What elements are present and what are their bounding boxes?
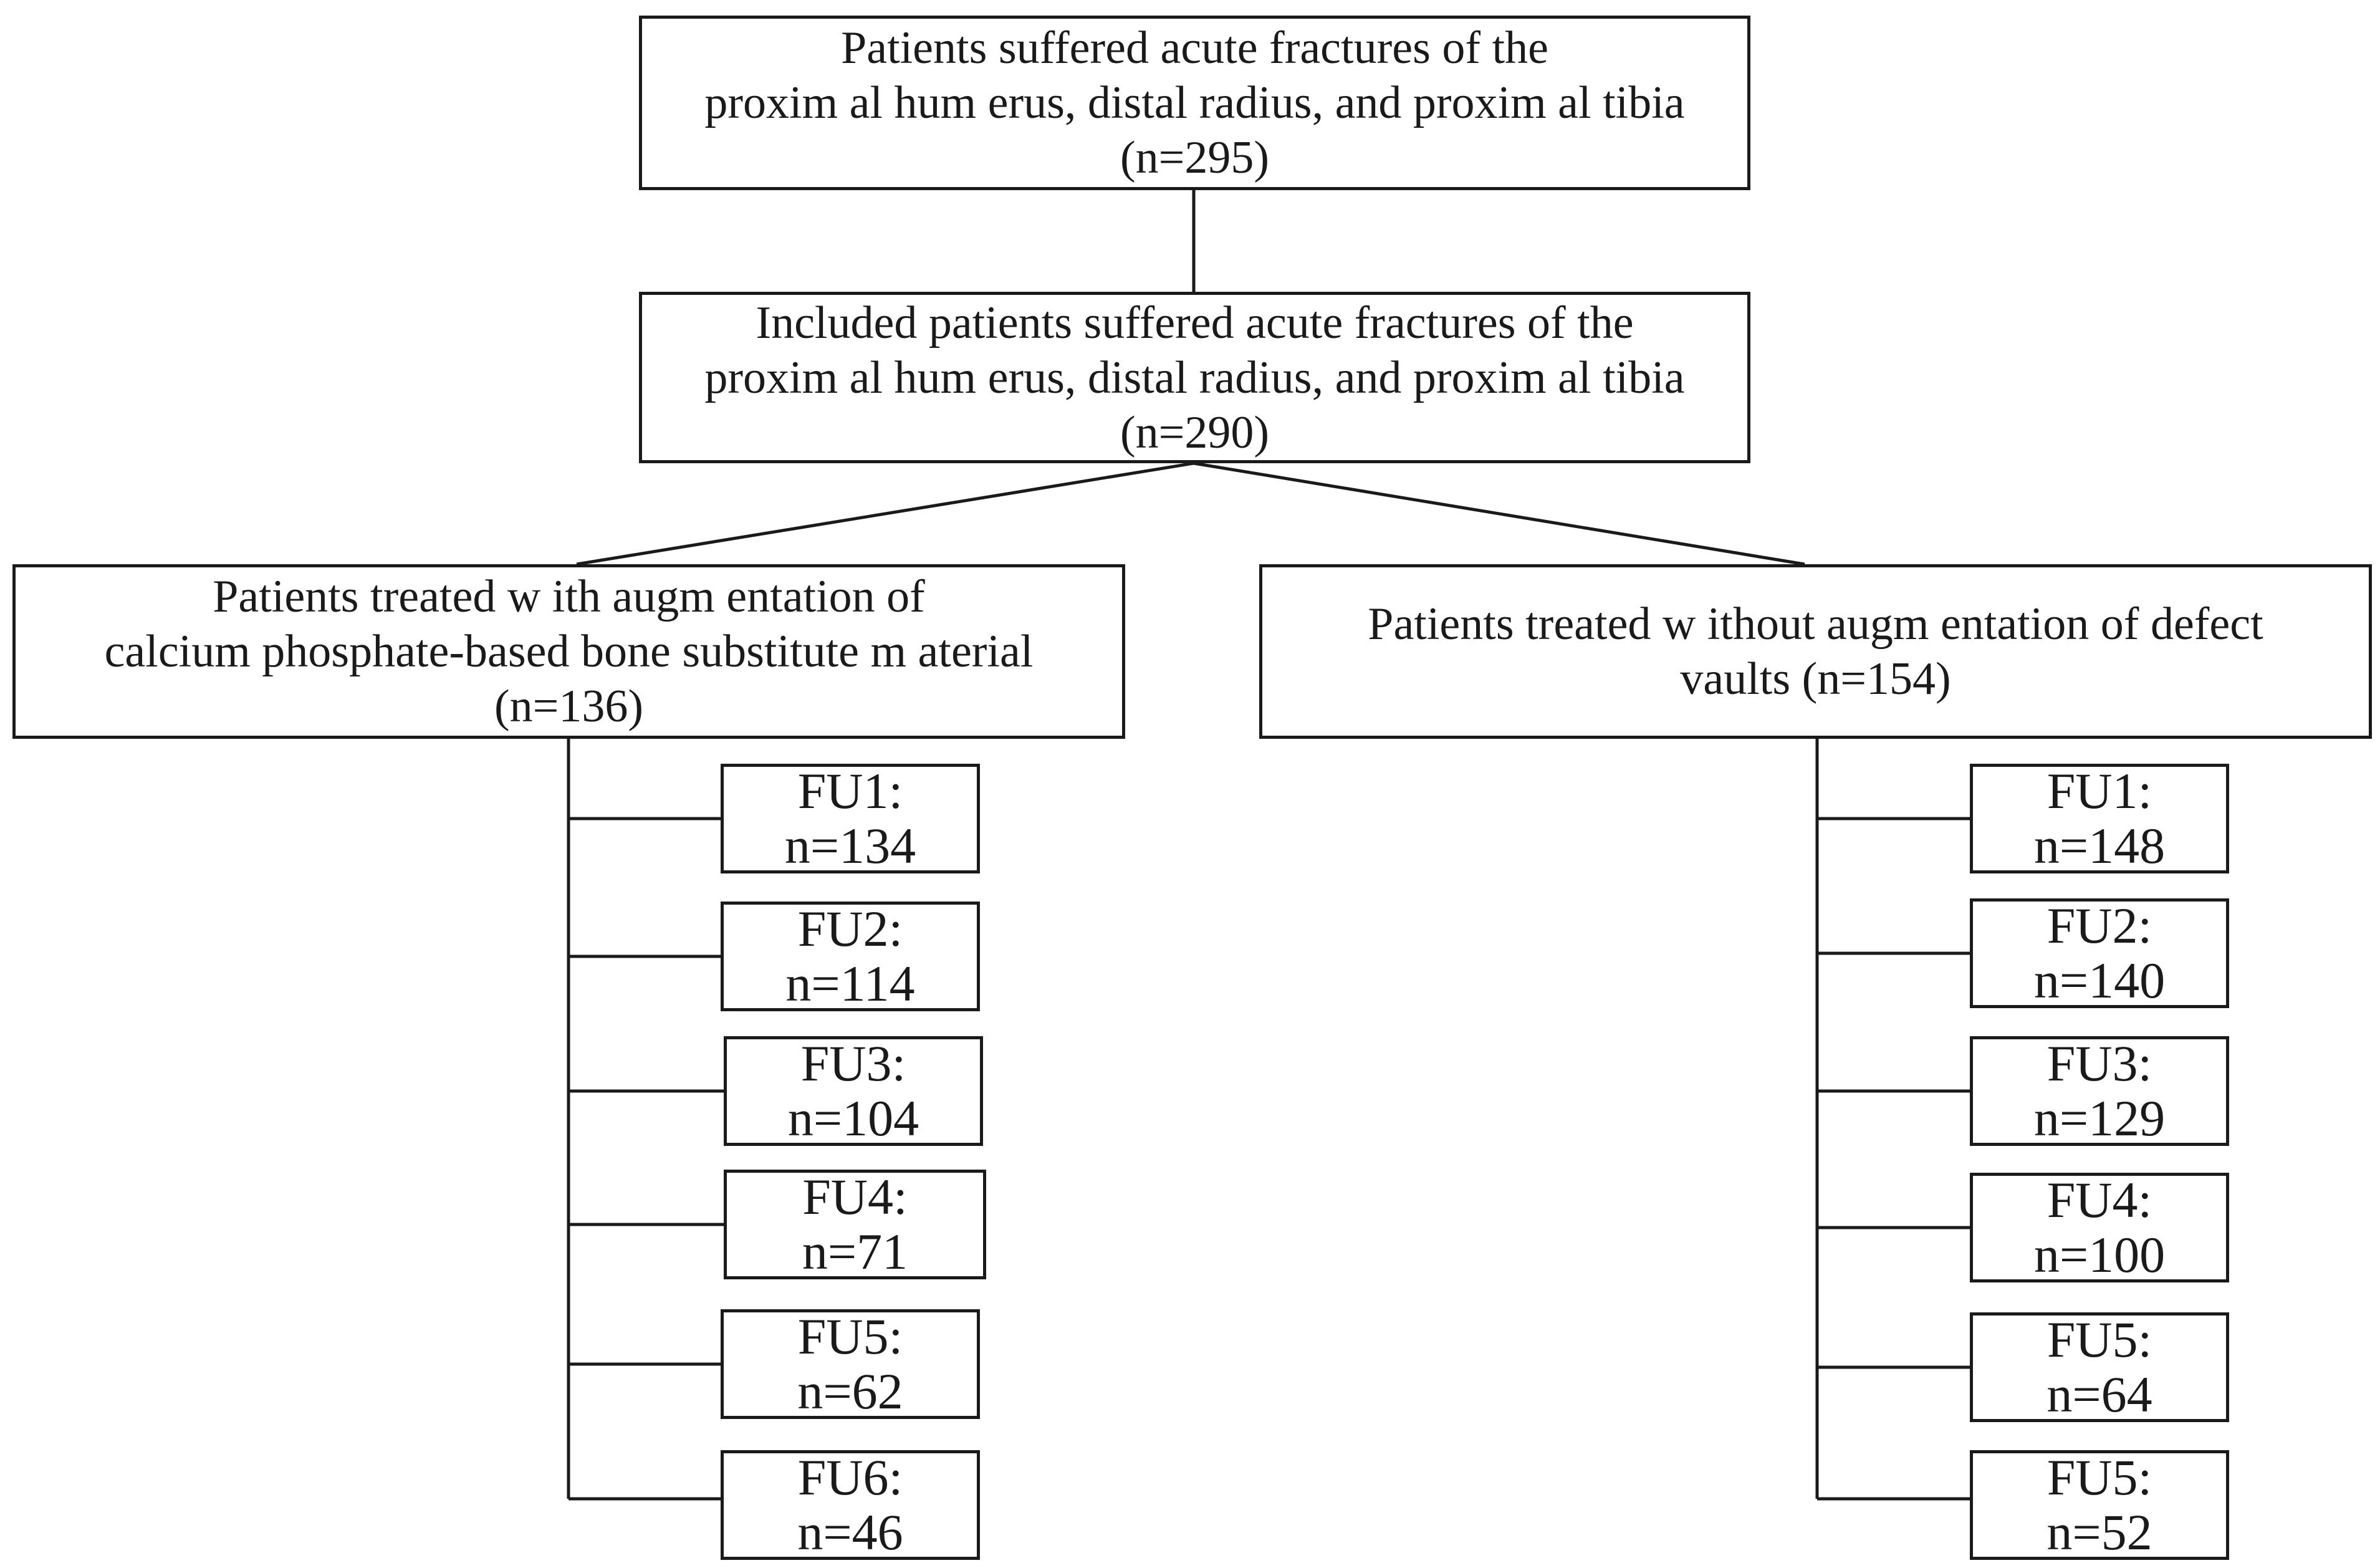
left-fu-box-3: FU3: n=104 (724, 1036, 983, 1146)
right-fu-box-5: FU5: n=64 (1970, 1312, 2229, 1422)
fu-count: n=71 (802, 1223, 908, 1280)
box-text-line: proxim al hum erus, distal radius, and p… (704, 77, 1685, 128)
fu-label: FU3: (800, 1035, 906, 1092)
fu-label: FU1: (2047, 762, 2152, 819)
box-text-line: Patients treated w ithout augm entation … (1368, 599, 2263, 650)
fu-label: FU2: (797, 900, 903, 957)
fu-count: n=129 (2033, 1090, 2166, 1147)
fu-label: FU5: (797, 1308, 903, 1365)
left-fu-box-4: FU4: n=71 (724, 1170, 986, 1279)
fu-label: FU5: (2047, 1311, 2152, 1368)
fu-label: FU2: (2047, 897, 2152, 954)
fu-count: n=62 (797, 1363, 903, 1420)
box-text-line: (n=290) (1120, 406, 1270, 458)
fu-label: FU4: (802, 1168, 908, 1225)
left-fu-box-5: FU5: n=62 (721, 1309, 980, 1419)
fu-label: FU3: (2047, 1035, 2152, 1092)
right-fu-box-4: FU4: n=100 (1970, 1173, 2229, 1282)
box-text-line: Patients treated w ith augm entation of (213, 571, 925, 622)
fu-count: n=140 (2033, 952, 2166, 1009)
box-initial-patients: Patients suffered acute fractures of the… (639, 16, 1750, 190)
box-with-augmentation: Patients treated w ith augm entation of … (12, 564, 1125, 739)
fu-label: FU6: (797, 1449, 903, 1506)
fu-count: n=148 (2033, 817, 2166, 874)
fu-count: n=64 (2047, 1366, 2152, 1423)
fu-label: FU1: (797, 762, 903, 819)
connector-included-to-left (576, 461, 1194, 566)
fu-count: n=100 (2033, 1226, 2166, 1283)
box-included-patients: Included patients suffered acute fractur… (639, 292, 1750, 463)
box-text-line: (n=295) (1120, 132, 1270, 183)
right-fu-box-2: FU2: n=140 (1970, 898, 2229, 1008)
fu-count: n=52 (2047, 1504, 2152, 1561)
fu-label: FU4: (2047, 1171, 2152, 1228)
left-fu-box-2: FU2: n=114 (721, 902, 980, 1011)
right-fu-box-3: FU3: n=129 (1970, 1036, 2229, 1146)
right-fu-box-6: FU5: n=52 (1970, 1450, 2229, 1560)
box-text-line: vaults (n=154) (1680, 653, 1951, 705)
fu-count: n=46 (797, 1504, 903, 1561)
connector-included-to-right (1193, 461, 1805, 566)
box-text-line: Patients suffered acute fractures of the (841, 22, 1548, 74)
fu-count: n=104 (787, 1090, 919, 1147)
box-without-augmentation: Patients treated w ithout augm entation … (1259, 564, 2372, 739)
box-text-line: calcium phosphate-based bone substitute … (104, 626, 1034, 677)
left-fu-box-6: FU6: n=46 (721, 1450, 980, 1560)
box-text-line: proxim al hum erus, distal radius, and p… (704, 352, 1685, 403)
fu-count: n=134 (784, 817, 916, 874)
box-text-line: Included patients suffered acute fractur… (756, 297, 1634, 349)
fu-label: FU5: (2047, 1449, 2152, 1506)
box-text-line: (n=136) (494, 681, 644, 732)
fu-count: n=114 (785, 955, 915, 1012)
left-fu-box-1: FU1: n=134 (721, 764, 980, 873)
right-fu-box-1: FU1: n=148 (1970, 764, 2229, 873)
